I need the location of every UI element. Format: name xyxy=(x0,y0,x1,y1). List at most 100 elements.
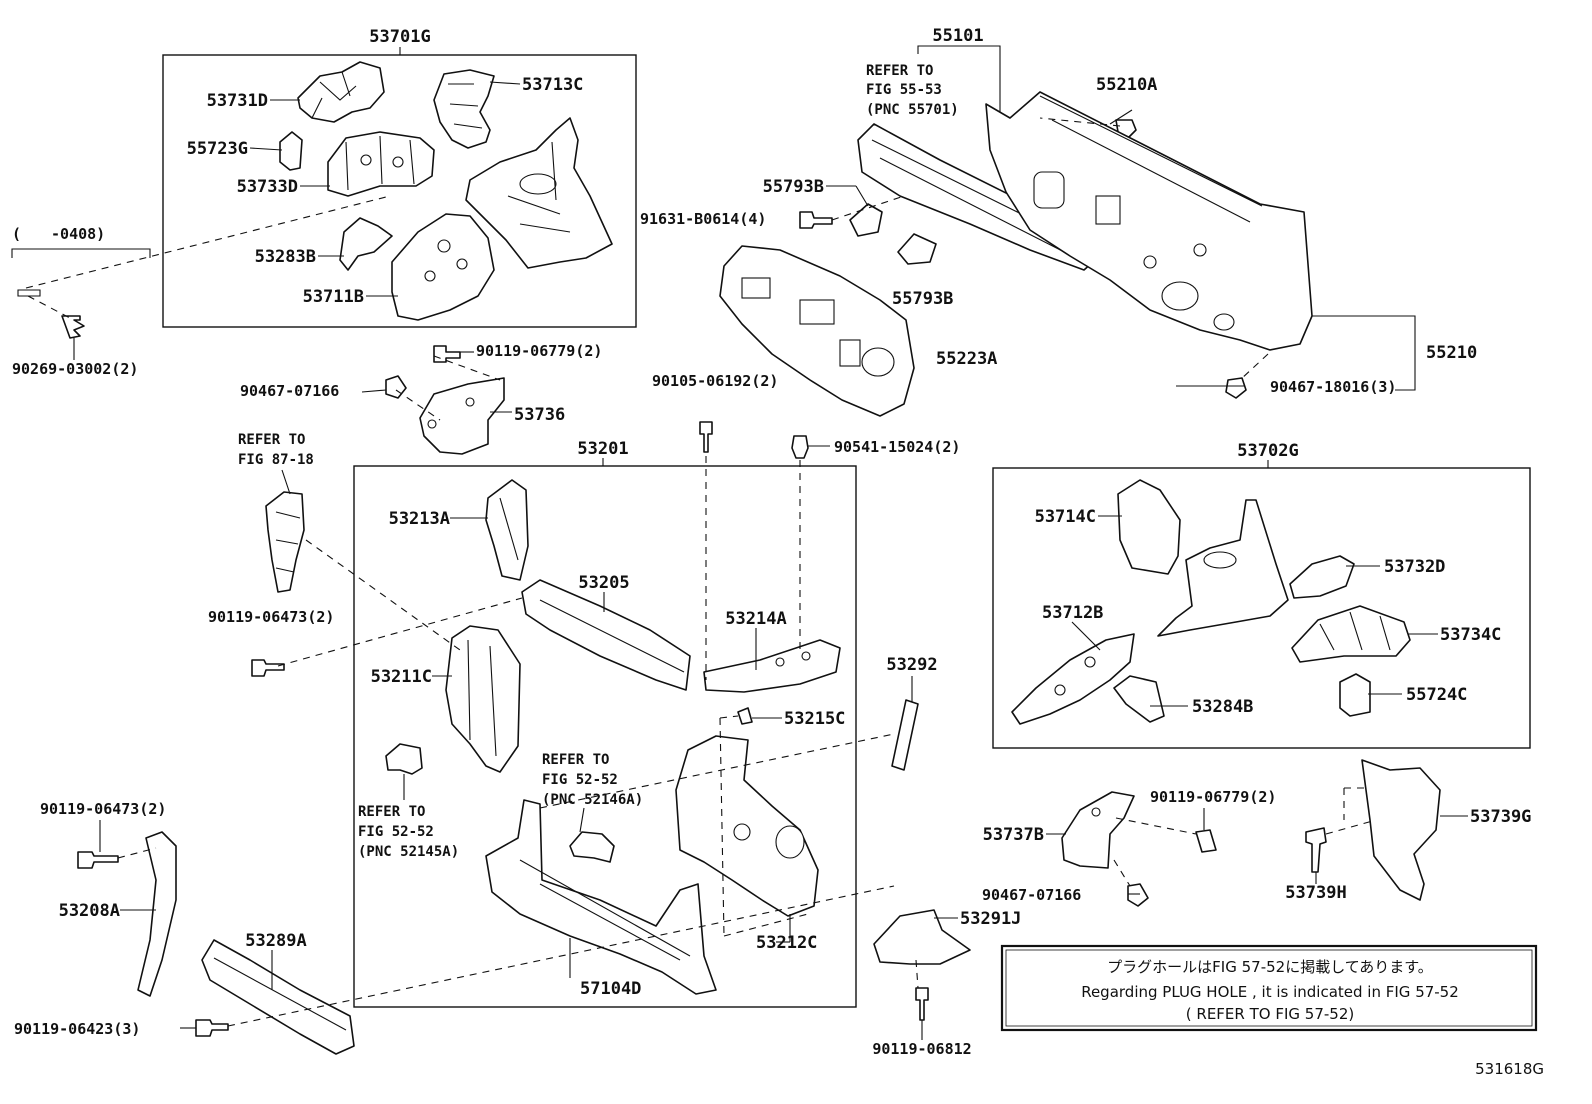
assembly-frames xyxy=(11,45,1531,1008)
label-53208A: 53208A xyxy=(59,901,120,921)
label-53712B: 53712B xyxy=(1042,603,1103,623)
label-55723G: 55723G xyxy=(187,139,248,159)
plug-hole-note-en: Regarding PLUG HOLE , it is indicated in… xyxy=(1081,983,1459,1001)
part-91631-shape xyxy=(799,211,833,229)
part-strut-tower-lower-shape xyxy=(1157,499,1289,637)
svg-text:REFER TO: REFER TO xyxy=(542,752,609,768)
label-57104D: 57104D xyxy=(580,979,641,999)
label-53701G: 53701G xyxy=(369,27,430,47)
svg-text:FIG 52-52: FIG 52-52 xyxy=(542,772,618,788)
part-53291J-shape xyxy=(873,909,971,965)
plug-hole-note-jp: プラグホールはFIG 57-52に掲載してあります。 xyxy=(1107,958,1433,976)
part-53211C-shape xyxy=(445,625,521,773)
label-55724C: 55724C xyxy=(1406,685,1467,705)
part-53713C-shape xyxy=(433,69,495,149)
label-53289A: 53289A xyxy=(245,931,306,951)
part-53711B-shape xyxy=(391,213,495,321)
label-90119-06779-a: 90119-06779(2) xyxy=(476,342,602,360)
part-53205-shape xyxy=(521,579,691,691)
part-53214A-shape xyxy=(703,639,841,693)
part-53732D-shape xyxy=(1289,555,1355,599)
svg-text:(PNC 55701): (PNC 55701) xyxy=(866,102,959,118)
svg-text:FIG 55-53: FIG 55-53 xyxy=(866,82,942,98)
label-90119-06812: 90119-06812 xyxy=(872,1040,971,1058)
label-90269-03002: 90269-03002(2) xyxy=(12,360,138,378)
label-53292: 53292 xyxy=(886,655,937,675)
reference-notes: REFER TO FIG 55-53 (PNC 55701) REFER TO … xyxy=(238,63,959,860)
label-53201: 53201 xyxy=(577,439,628,459)
part-ref-87-18-shape xyxy=(265,491,305,593)
part-55210-shape xyxy=(985,91,1313,351)
label-55101: 55101 xyxy=(932,26,983,46)
svg-text:(PNC 52145A): (PNC 52145A) xyxy=(358,844,459,860)
label-90119-06779-b: 90119-06779(2) xyxy=(1150,788,1276,806)
svg-text:REFER TO: REFER TO xyxy=(358,804,425,820)
label-53713C: 53713C xyxy=(522,75,583,95)
part-53737B-shape xyxy=(1061,791,1135,869)
label-55793B-2: 55793B xyxy=(892,289,953,309)
part-53292-shape xyxy=(891,699,919,771)
part-strut-tower-shape xyxy=(465,117,613,269)
bracket-55210 xyxy=(1310,315,1416,391)
label-90119-06473-a: 90119-06473(2) xyxy=(208,608,334,626)
label-53731D: 53731D xyxy=(207,91,268,111)
part-drawings xyxy=(17,61,1441,1055)
label-53736: 53736 xyxy=(514,405,565,425)
ref-fig-55-53: REFER TO FIG 55-53 (PNC 55701) xyxy=(866,63,959,118)
plug-hole-note-ref: ( REFER TO FIG 57-52) xyxy=(1186,1005,1354,1023)
label-53215C: 53215C xyxy=(784,709,845,729)
svg-text:REFER TO: REFER TO xyxy=(238,432,305,448)
label-53213A: 53213A xyxy=(389,509,450,529)
label-53205: 53205 xyxy=(578,573,629,593)
label-53283B: 53283B xyxy=(255,247,316,267)
svg-text:REFER TO: REFER TO xyxy=(866,63,933,79)
assembly-labels: 53701G 55101 53201 53702G ( -0408) xyxy=(12,26,1299,461)
label-91631-B0614: 91631-B0614(4) xyxy=(640,210,766,228)
label-55793B-1: 55793B xyxy=(763,177,824,197)
frame-53702G xyxy=(992,467,1531,749)
part-53283B-shape xyxy=(339,217,393,271)
label-53212C: 53212C xyxy=(756,933,817,953)
label-55210: 55210 xyxy=(1426,343,1477,363)
frame-53201 xyxy=(353,465,857,1008)
label-53291J: 53291J xyxy=(960,909,1021,929)
part-53289A-shape xyxy=(201,939,355,1055)
part-55793B-shape-2 xyxy=(897,233,937,265)
label-55210A: 55210A xyxy=(1096,75,1157,95)
ref-fig-52-52-pnc-52146A: REFER TO FIG 52-52 (PNC 52146A) xyxy=(542,752,643,808)
svg-text:FIG 87-18: FIG 87-18 xyxy=(238,452,314,468)
part-53212C-shape xyxy=(675,735,819,917)
part-90119-06423-shape xyxy=(195,1019,229,1037)
leader-lines xyxy=(73,81,1468,1040)
part-55724C-shape xyxy=(1339,673,1371,717)
part-ref-52146A-shape xyxy=(569,831,615,863)
part-90467-07166-a-shape xyxy=(385,375,407,399)
part-53739H-shape xyxy=(1305,827,1327,873)
bracket-55101 xyxy=(917,45,1001,115)
label-53734C: 53734C xyxy=(1440,625,1501,645)
dashed-lines xyxy=(25,117,1377,1027)
bracket-range xyxy=(11,248,151,258)
label-53702G: 53702G xyxy=(1237,441,1298,461)
label-55223A: 55223A xyxy=(936,349,997,369)
part-53714C-shape xyxy=(1117,479,1181,575)
part-55723G-shape xyxy=(279,131,303,171)
diagram-id: 531618G xyxy=(1475,1060,1544,1078)
part-57104D-shape xyxy=(485,799,717,995)
part-ref-52145A-shape xyxy=(385,743,423,775)
part-90119-06779-a-shape xyxy=(433,345,461,363)
svg-text:(PNC 52146A): (PNC 52146A) xyxy=(542,792,643,808)
label-53214A: 53214A xyxy=(725,609,786,629)
part-53739G-shape xyxy=(1361,759,1441,901)
part-55793B-shape-1 xyxy=(849,203,883,237)
label-53739G: 53739G xyxy=(1470,807,1531,827)
part-90105-shape xyxy=(699,421,713,453)
label-90105-06192: 90105-06192(2) xyxy=(652,372,778,390)
part-53733D-shape xyxy=(327,131,435,197)
part-90119-06779-b-shape xyxy=(1195,829,1217,853)
plug-hole-note-box xyxy=(1000,944,1538,1032)
label-53733D: 53733D xyxy=(237,177,298,197)
part-90119-06473-a-shape xyxy=(251,659,285,677)
part-90269-shape xyxy=(17,289,85,339)
